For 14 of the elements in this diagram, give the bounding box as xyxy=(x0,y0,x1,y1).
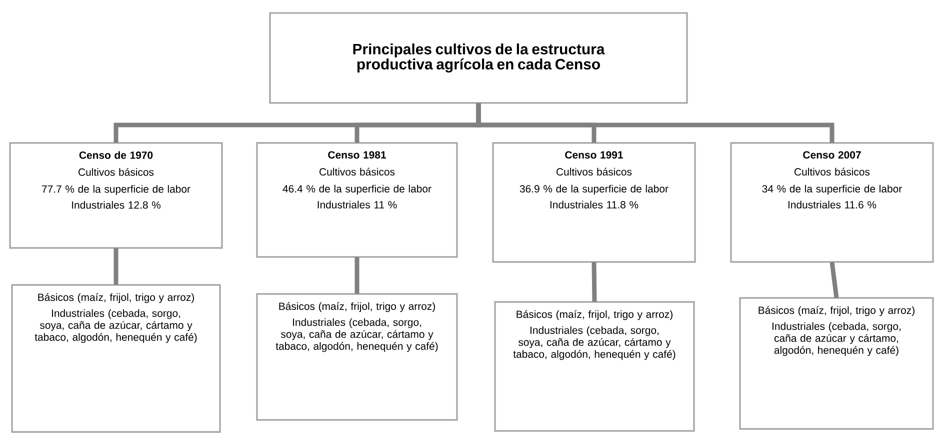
census-box: Censo 2007 Cultivos básicos 34 % de la superficie de labor Industriales 11.6 % xyxy=(730,142,934,263)
title-box: Principales cultivos de la estructura productiva agrícola en cada Censo xyxy=(269,12,688,104)
connector-line xyxy=(354,257,360,294)
crop-box: Básicos (maíz, frijol, trigo y arroz) Industriales (cebada, sorgo, caña de azúcar y cártamo, algodón, henequén y café) xyxy=(739,297,934,430)
crop-box: Básicos (maíz, frijol, trigo y arroz) Industriales (cebada, sorgo, soya, caña de azúcar, cártamo y tabaco, algodón, henequén y café) xyxy=(11,284,221,433)
census-box: Censo 1991 Cultivos básicos 36.9 % de la superficie de labor Industriales 11.8 % xyxy=(492,142,696,263)
census-box: Censo 1981 Cultivos básicos 46.4 % de la superficie de labor Industriales 11 % xyxy=(256,142,458,258)
connector-line xyxy=(830,262,839,298)
crop-box: Básicos (maíz, frijol, trigo y arroz) Industriales (cebada, sorgo, soya, caña de azúcar, cártamo y tabaco, algodón, henequén y café) xyxy=(494,301,695,432)
connector-line xyxy=(592,262,597,302)
census-box: Censo de 1970 Cultivos básicos 77.7 % de la superficie de labor Industriales 12.8 % xyxy=(9,142,223,249)
connector-line xyxy=(114,248,118,285)
connector-line xyxy=(476,103,834,143)
crop-box: Básicos (maíz, frijol, trigo y arroz) Industriales (cebada, sorgo, soya, caña de azúcar, cártamo y tabaco, algodón, henequén y café) xyxy=(256,293,458,421)
